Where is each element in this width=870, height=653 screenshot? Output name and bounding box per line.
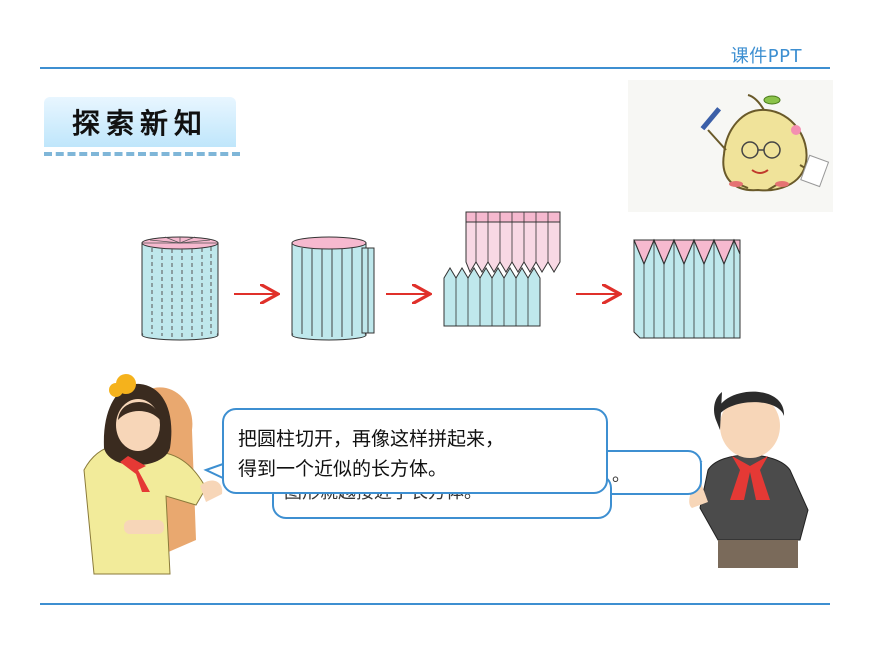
section-tab: 探索新知 — [44, 97, 236, 147]
unrolled-pieces — [443, 211, 561, 327]
section-tab-dashes — [44, 152, 240, 156]
speech-bubble-front: 把圆柱切开，再像这样拼起来， 得到一个近似的长方体。 — [222, 408, 608, 494]
cylinder-cut — [291, 236, 375, 341]
brand-label: 课件PPT — [730, 46, 802, 67]
speech-back-right-text: 。 — [612, 465, 630, 486]
speech-front-line-1: 把圆柱切开，再像这样拼起来， — [238, 428, 505, 450]
cylinder-whole — [141, 236, 219, 341]
speech-front-line-2: 得到一个近似的长方体。 — [238, 458, 448, 480]
approx-prism — [633, 238, 741, 339]
boy-student-illustration — [689, 391, 809, 568]
top-divider — [40, 67, 830, 69]
girl-students-illustration — [83, 374, 223, 575]
bottom-divider — [40, 603, 830, 605]
section-title: 探索新知 — [71, 107, 208, 140]
pear-mascot-illustration — [628, 80, 833, 212]
